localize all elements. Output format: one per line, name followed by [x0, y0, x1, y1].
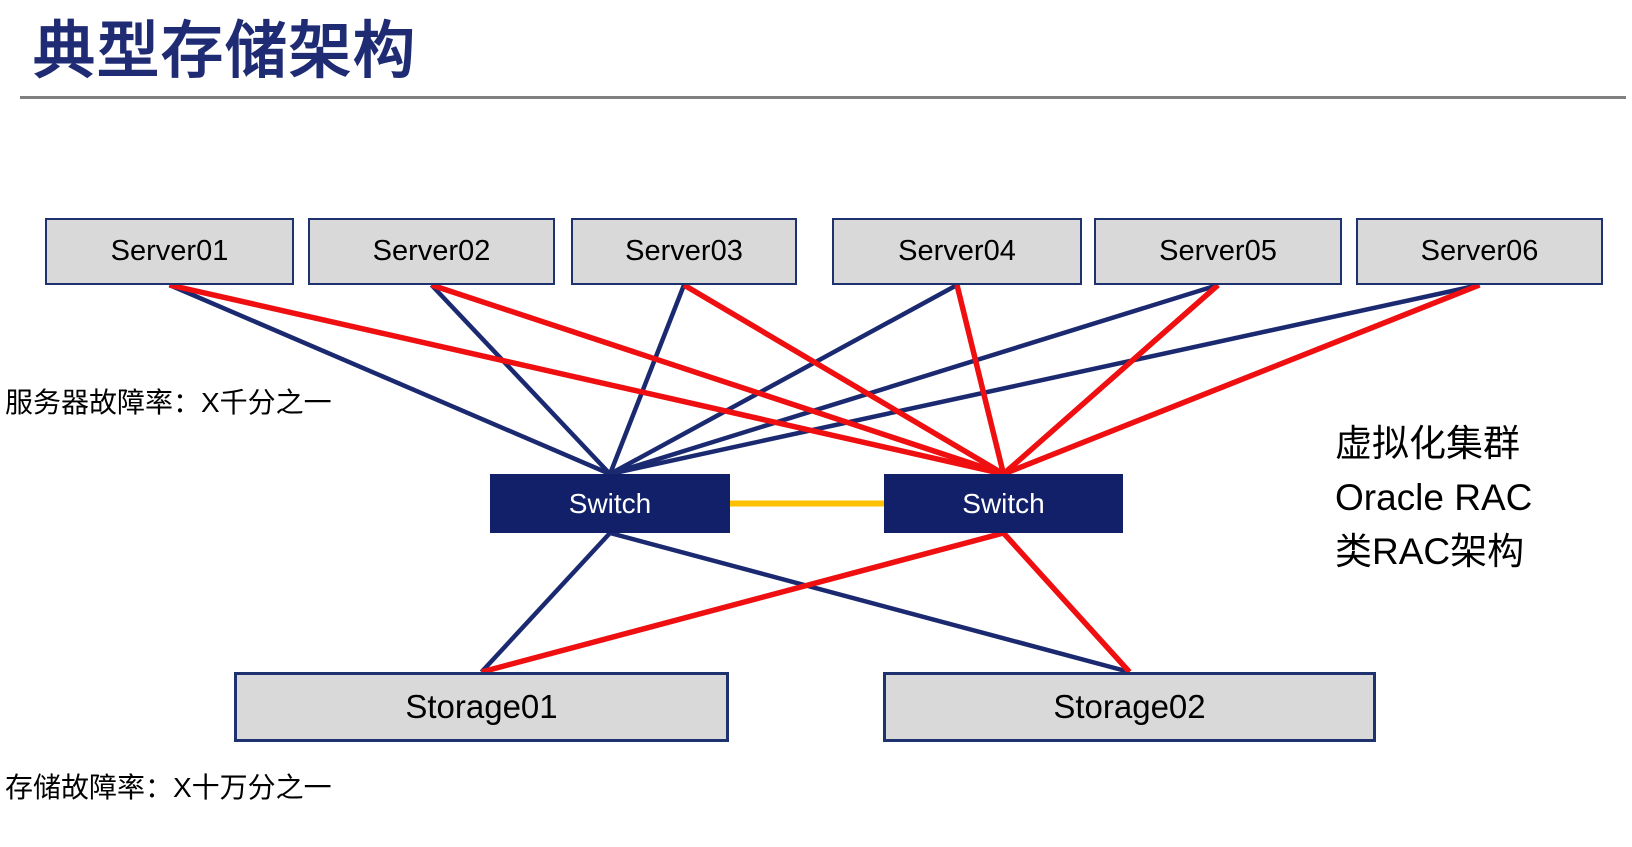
server-box-server2: Server02: [308, 218, 555, 285]
edge-switchR-storage1: [480, 530, 1005, 675]
edge-server2-switchR: [430, 282, 1005, 477]
side-note-line: Oracle RAC: [1335, 477, 1533, 518]
server-box-server3: Server03: [571, 218, 797, 285]
edge-switchL-storage2: [609, 530, 1131, 675]
server-box-server6: Server06: [1356, 218, 1603, 285]
cluster-side-note: 虚拟化集群 Oracle RAC 类RAC架构: [1335, 417, 1532, 579]
storage-failure-note: 存储故障率：X十万分之一: [5, 772, 332, 803]
edge-server3-switchL: [607, 284, 687, 475]
page-title: 典型存储架构: [33, 17, 418, 86]
edge-server1-switchL: [168, 282, 611, 477]
side-note-line: 虚拟化集群: [1335, 423, 1520, 464]
edge-server2-switchL: [429, 283, 612, 476]
storage-box-storage2: Storage02: [883, 672, 1376, 742]
edge-switchL-storage1: [479, 531, 612, 674]
edge-server5-switchL: [609, 282, 1219, 477]
edge-switchR-storage2: [1001, 531, 1132, 674]
edge-server4-switchR: [954, 284, 1007, 475]
edge-server3-switchR: [682, 282, 1005, 477]
edge-server5-switchR: [1001, 282, 1220, 477]
title-underline: [20, 96, 1626, 99]
storage-box-storage1: Storage01: [234, 672, 729, 742]
edge-server1-switchR: [168, 282, 1005, 477]
server-box-server4: Server04: [832, 218, 1082, 285]
switch-box-switchL: Switch: [490, 474, 730, 533]
side-note-line: 类RAC架构: [1335, 531, 1525, 572]
server-box-server5: Server05: [1094, 218, 1342, 285]
switch-box-switchR: Switch: [884, 474, 1123, 533]
server-failure-note: 服务器故障率：X千分之一: [5, 387, 332, 418]
server-box-server1: Server01: [45, 218, 294, 285]
edge-server4-switchL: [608, 283, 959, 476]
